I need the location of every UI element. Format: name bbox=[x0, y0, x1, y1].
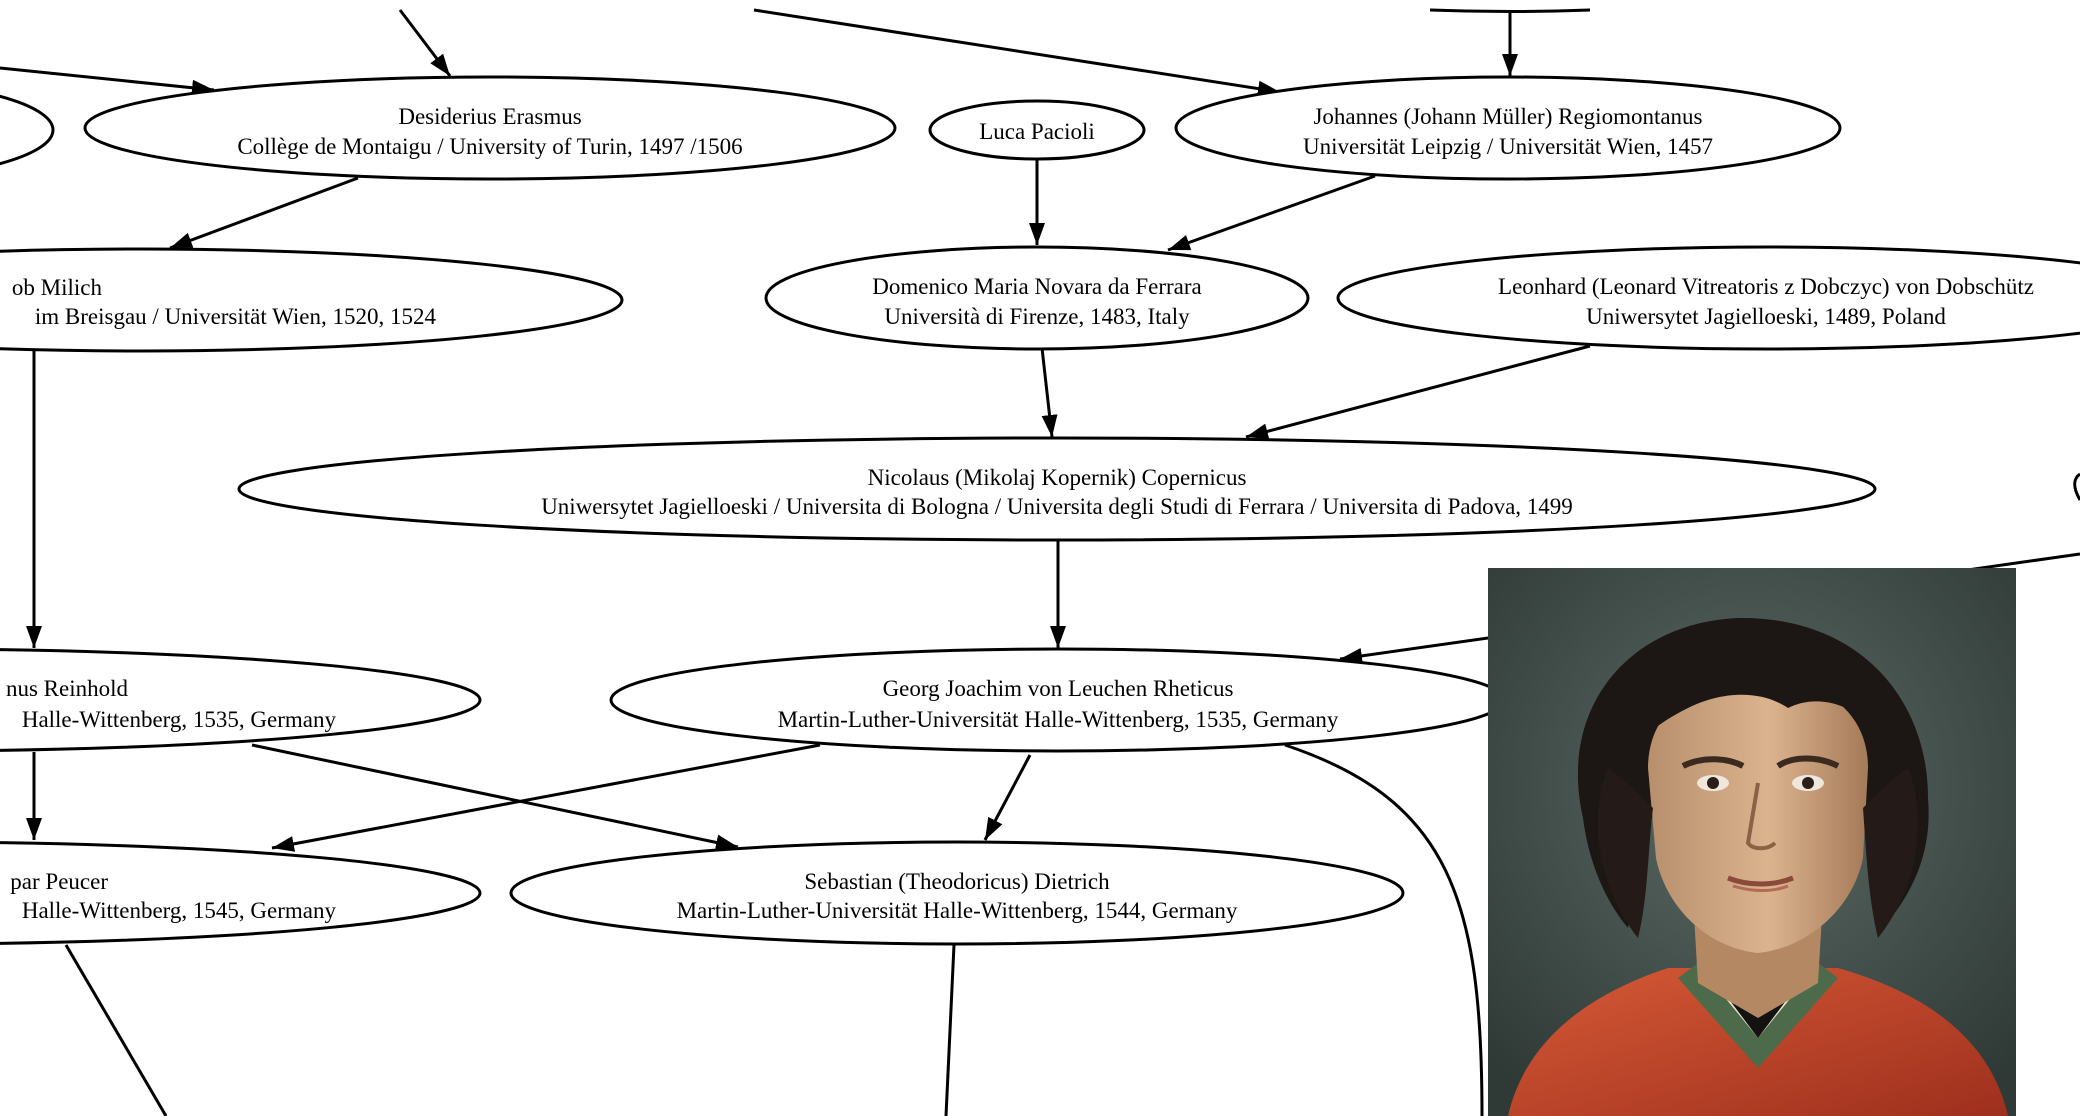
pacioli-name: Luca Pacioli bbox=[979, 119, 1095, 144]
node-left-partial[interactable] bbox=[0, 79, 55, 181]
milich-info: im Breisgau / Universität Wien, 1520, 15… bbox=[35, 304, 437, 329]
copernicus-portrait-image bbox=[1488, 568, 2016, 1116]
edge-right-partial bbox=[2073, 472, 2080, 501]
novara-name: Domenico Maria Novara da Ferrara bbox=[872, 274, 1202, 299]
copernicus-name: Nicolaus (Mikolaj Kopernik) Copernicus bbox=[868, 465, 1247, 490]
node-dobschutz[interactable]: Leonhard (Leonard Vitreatoris z Dobczyc)… bbox=[1336, 245, 2080, 351]
edge-to-erasmus-top bbox=[398, 9, 452, 77]
node-erasmus[interactable]: Desiderius Erasmus Collège de Montaigu /… bbox=[83, 75, 897, 181]
regiomontanus-info: Universität Leipzig / Universität Wien, … bbox=[1303, 134, 1713, 159]
copernicus-info: Uniwersytet Jagielloeski / Universita di… bbox=[541, 494, 1573, 519]
edge-to-erasmus-left bbox=[0, 66, 215, 96]
node-top-partial bbox=[1429, 8, 1591, 13]
node-copernicus[interactable]: Nicolaus (Mikolaj Kopernik) Copernicus U… bbox=[237, 436, 1877, 542]
node-milich[interactable]: ob Milich im Breisgau / Universität Wien… bbox=[0, 247, 624, 353]
edge-rheticus-down-curve bbox=[1284, 743, 1484, 1116]
rheticus-name: Georg Joachim von Leuchen Rheticus bbox=[883, 676, 1234, 701]
peucer-info: Halle-Wittenberg, 1545, Germany bbox=[22, 898, 337, 923]
edge-dietrich-down bbox=[944, 944, 956, 1116]
edge-regiomontanus-novara bbox=[1167, 174, 1376, 252]
edge-to-regiomontanus-left bbox=[753, 8, 1281, 97]
edge-dobschutz-copernicus bbox=[1245, 344, 1591, 440]
node-dietrich[interactable]: Sebastian (Theodoricus) Dietrich Martin-… bbox=[509, 840, 1405, 946]
rheticus-info: Martin-Luther-Universität Halle-Wittenbe… bbox=[778, 707, 1339, 732]
node-rheticus[interactable]: Georg Joachim von Leuchen Rheticus Marti… bbox=[609, 647, 1507, 753]
milich-name: ob Milich bbox=[12, 275, 103, 300]
dietrich-name: Sebastian (Theodoricus) Dietrich bbox=[804, 869, 1110, 894]
erasmus-info: Collège de Montaigu / University of Turi… bbox=[237, 134, 742, 159]
edge-rheticus-peucer bbox=[271, 743, 821, 852]
node-pacioli[interactable]: Luca Pacioli bbox=[928, 99, 1146, 161]
peucer-name: par Peucer bbox=[10, 869, 108, 894]
node-novara[interactable]: Domenico Maria Novara da Ferrara Univers… bbox=[764, 245, 1310, 351]
reinhold-info: Halle-Wittenberg, 1535, Germany bbox=[22, 707, 337, 732]
regiomontanus-name: Johannes (Johann Müller) Regiomontanus bbox=[1313, 104, 1702, 129]
novara-info: Università di Firenze, 1483, Italy bbox=[884, 304, 1190, 329]
dobschutz-info: Uniwersytet Jagielloeski, 1489, Poland bbox=[1586, 304, 1946, 329]
dietrich-info: Martin-Luther-Universität Halle-Wittenbe… bbox=[677, 898, 1238, 923]
edge-peucer-down bbox=[64, 944, 168, 1116]
edge-erasmus-milich bbox=[169, 176, 359, 250]
reinhold-name: nus Reinhold bbox=[6, 676, 129, 701]
node-regiomontanus[interactable]: Johannes (Johann Müller) Regiomontanus U… bbox=[1174, 75, 1842, 181]
edge-rheticus-dietrich bbox=[983, 754, 1032, 841]
erasmus-name: Desiderius Erasmus bbox=[398, 104, 581, 129]
node-reinhold[interactable]: nus Reinhold Halle-Wittenberg, 1535, Ger… bbox=[0, 648, 482, 752]
edge-novara-copernicus bbox=[1040, 347, 1058, 438]
dobschutz-name: Leonhard (Leonard Vitreatoris z Dobczyc)… bbox=[1498, 274, 2034, 299]
node-peucer[interactable]: par Peucer Halle-Wittenberg, 1545, Germa… bbox=[0, 841, 482, 945]
edge-reinhold-dietrich bbox=[251, 743, 739, 851]
